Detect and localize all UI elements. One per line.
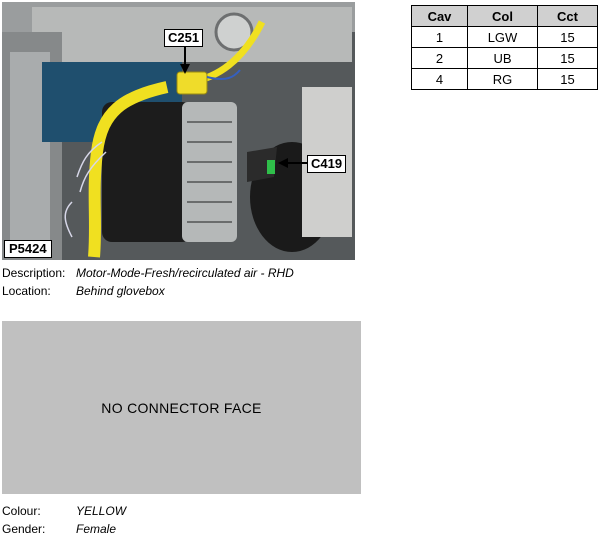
gender-value: Female [76, 522, 117, 536]
connector-face-text: NO CONNECTOR FACE [101, 399, 262, 416]
cavity-cell: 1 [411, 26, 468, 48]
connector-info: Description: Motor-Mode-Fresh/recirculat… [2, 265, 357, 301]
connector-callout-c251: C251 [164, 29, 204, 47]
wire-colour-cell: UB [467, 47, 538, 69]
photo-illustration [2, 2, 355, 260]
cavity-cell: 4 [411, 68, 468, 90]
description-label: Description: [2, 266, 66, 280]
wire-colour-cell: LGW [467, 26, 538, 48]
colour-label: Colour: [2, 504, 41, 518]
location-label: Location: [2, 284, 51, 298]
location-photo: C251 C419 P5424 [2, 2, 355, 260]
circuit-cell: 15 [537, 26, 598, 48]
header-col: Col [467, 5, 538, 27]
connector-callout-c419: C419 [307, 155, 347, 173]
circuit-cell: 15 [537, 68, 598, 90]
header-cct: Cct [537, 5, 598, 27]
header-cav: Cav [411, 5, 468, 27]
photo-id: P5424 [4, 240, 52, 258]
circuit-cell: 15 [537, 47, 598, 69]
callout-arrows [180, 46, 307, 168]
pin-table-header: Cav Col Cct [411, 5, 598, 27]
table-row: 1 LGW 15 [411, 26, 598, 48]
gender-label: Gender: [2, 522, 46, 536]
table-row: 2 UB 15 [411, 47, 598, 69]
cavity-cell: 2 [411, 47, 468, 69]
description-value: Motor-Mode-Fresh/recirculated air - RHD [76, 266, 294, 280]
table-row: 4 RG 15 [411, 68, 598, 90]
pin-table: Cav Col Cct 1 LGW 15 2 UB 15 4 RG 15 [411, 5, 598, 90]
location-value: Behind glovebox [76, 284, 165, 298]
colour-value: YELLOW [76, 504, 127, 518]
wire-colour-cell: RG [467, 68, 538, 90]
connector-attributes: Colour: YELLOW Gender: Female [2, 503, 357, 539]
connector-face-panel: NO CONNECTOR FACE [2, 321, 361, 494]
